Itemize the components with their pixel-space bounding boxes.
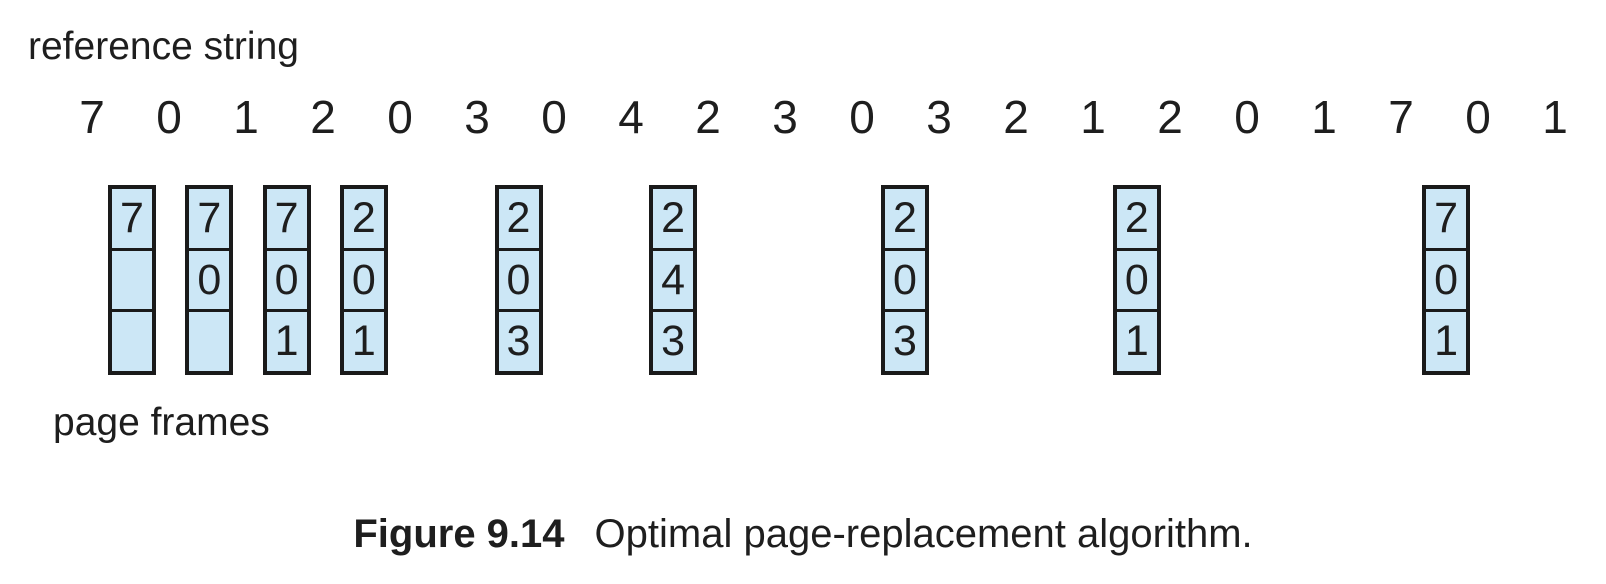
reference-digit: 0 (156, 91, 182, 143)
frame-cell: 0 (1426, 251, 1467, 313)
frame-cell: 7 (266, 189, 307, 251)
reference-digit: 0 (541, 91, 567, 143)
frame-cell: 0 (266, 251, 307, 313)
frame-cell: 0 (343, 251, 384, 313)
frame-cell: 2 (498, 189, 539, 251)
frame-cell: 7 (1426, 189, 1467, 251)
frame-cell: 3 (506, 317, 531, 366)
reference-digit: 7 (1388, 91, 1414, 143)
reference-digit: 7 (79, 91, 105, 143)
reference-digit: 2 (1003, 91, 1029, 143)
frame-cell: 3 (661, 317, 686, 366)
frame-cell: 7 (189, 189, 230, 251)
frame-cell (112, 312, 152, 371)
frame-cell: 4 (653, 251, 694, 313)
frame-cell: 0 (1116, 251, 1157, 313)
frame-cell: 0 (498, 251, 539, 313)
frame-cell: 2 (653, 189, 694, 251)
frame-cell: 1 (1434, 317, 1459, 366)
frame-cell: 2 (1116, 189, 1157, 251)
frame-cell: 1 (274, 317, 299, 366)
frame-cell: 0 (189, 251, 230, 313)
figure-caption: Figure 9.14 Optimal page-replacement algo… (0, 512, 1606, 556)
reference-digit: 3 (772, 91, 798, 143)
frame-cell: 7 (112, 189, 152, 251)
frame-column: 7 (108, 185, 156, 375)
reference-digit: 0 (387, 91, 413, 143)
frame-cell: 0 (885, 251, 925, 313)
reference-digit: 2 (1157, 91, 1183, 143)
reference-digit: 1 (1542, 91, 1568, 143)
figure-caption-number: Figure 9.14 (353, 512, 565, 556)
frame-cell: 2 (885, 189, 925, 251)
reference-digit: 3 (926, 91, 952, 143)
frame-cell (189, 312, 229, 371)
reference-digit: 2 (310, 91, 336, 143)
frame-cell: 1 (351, 317, 376, 366)
page-frames-label: page frames (53, 401, 270, 444)
frame-cell (112, 251, 152, 313)
reference-string-label: reference string (28, 25, 299, 68)
reference-digit: 2 (695, 91, 721, 143)
reference-digit: 4 (618, 91, 644, 143)
reference-digit: 0 (849, 91, 875, 143)
frame-cell: 2 (343, 189, 384, 251)
reference-digit: 3 (464, 91, 490, 143)
figure-caption-text: Optimal page-replacement algorithm. (594, 512, 1253, 556)
reference-digit: 0 (1465, 91, 1491, 143)
reference-digit: 1 (233, 91, 259, 143)
reference-digit: 1 (1080, 91, 1106, 143)
reference-digit: 1 (1311, 91, 1337, 143)
frame-cell: 1 (1124, 317, 1149, 366)
reference-digit: 0 (1234, 91, 1260, 143)
frame-cell: 3 (893, 317, 917, 366)
